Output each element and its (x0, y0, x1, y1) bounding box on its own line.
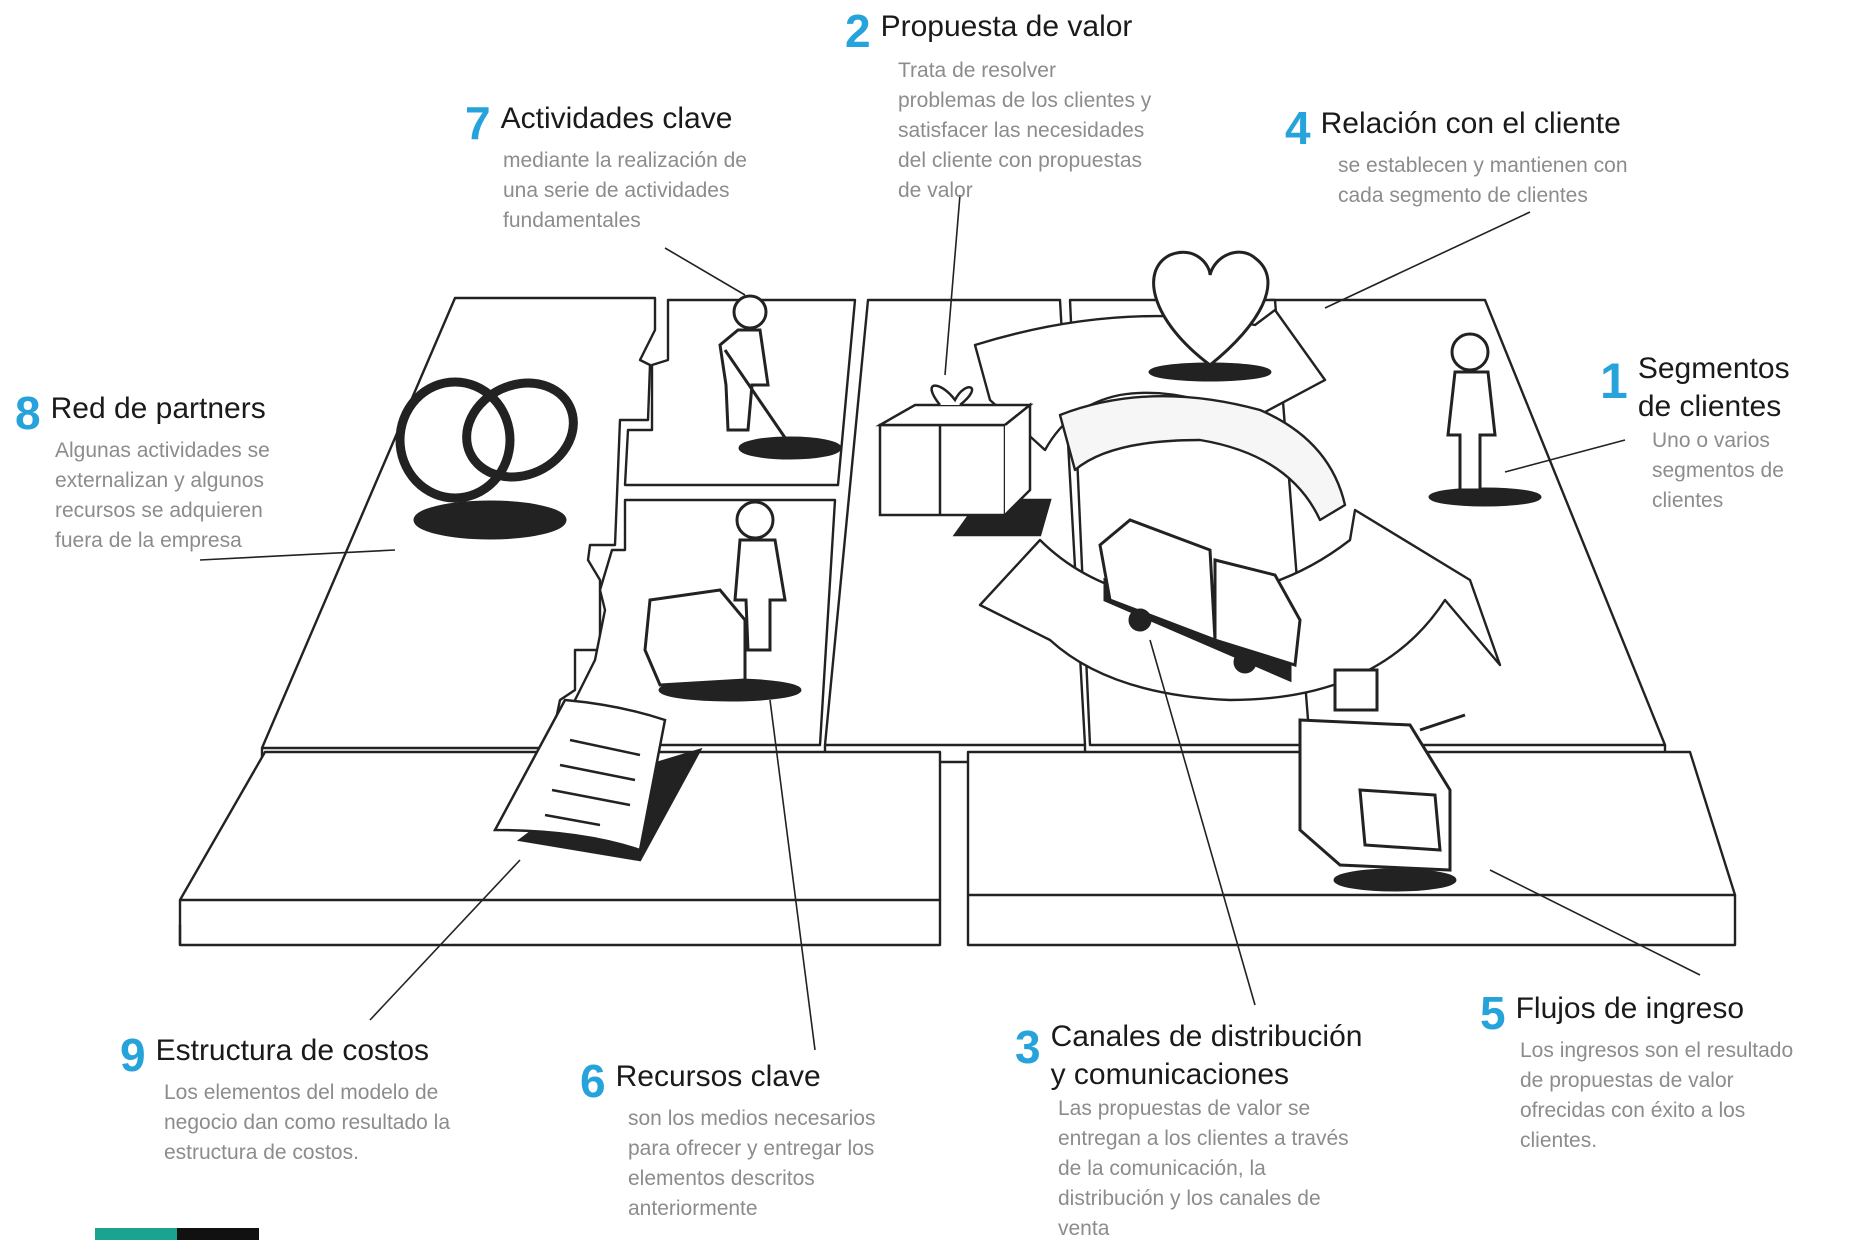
block-description: Los elementos del modelo de negocio dan … (164, 1081, 451, 1164)
block-title: Actividades clave (500, 102, 733, 135)
block-number: 5 (1480, 987, 1506, 1039)
block-number: 3 (1015, 1021, 1041, 1073)
block-description: son los medios necesarios para ofrecer y… (628, 1107, 876, 1220)
heart-icon (1148, 250, 1272, 382)
block-number: 7 (465, 97, 491, 149)
block-key-activities: 7 Actividades clave mediante la realizac… (465, 100, 845, 236)
block-title: Segmentos de clientes (1637, 352, 1790, 423)
block-description: Uno o varios segmentos de clientes (1652, 429, 1784, 512)
block-title: Recursos clave (615, 1060, 821, 1093)
block-description: Las propuestas de valor se entregan a lo… (1058, 1097, 1349, 1240)
block-number: 8 (15, 387, 41, 439)
gift-icon (875, 384, 1052, 537)
cash-register-icon (1298, 668, 1466, 892)
block-description: Los ingresos son el resultado de propues… (1520, 1039, 1794, 1152)
rings-icon (395, 377, 578, 540)
block-title: Canales de distribución y comunicaciones (1050, 1020, 1363, 1091)
block-key-partners: 8 Red de partners Algunas actividades se… (15, 390, 355, 556)
block-number: 4 (1285, 102, 1311, 154)
person-icon (643, 294, 1542, 702)
brand-bar-teal (95, 1228, 177, 1240)
brand-bar-black (177, 1228, 259, 1240)
block-description: Algunas actividades se externalizan y al… (55, 439, 270, 552)
block-title: Red de partners (50, 392, 266, 425)
block-title: Relación con el cliente (1320, 107, 1621, 140)
block-description: mediante la realización de una serie de … (503, 149, 747, 232)
block-number: 2 (845, 5, 871, 57)
block-title: Flujos de ingreso (1515, 992, 1745, 1025)
contract-icon (492, 698, 703, 862)
block-customer-relationships: 4 Relación con el cliente se establecen … (1285, 105, 1735, 211)
truck-icon (1098, 518, 1302, 683)
block-cost-structure: 9 Estructura de costos Los elementos del… (120, 1032, 560, 1168)
block-number: 9 (120, 1029, 146, 1081)
block-key-resources: 6 Recursos clave son los medios necesari… (580, 1058, 980, 1224)
block-number: 6 (580, 1055, 606, 1107)
block-number: 1 (1600, 353, 1628, 409)
block-value-proposition: 2 Propuesta de valor Trata de resolver p… (845, 8, 1245, 206)
block-title: Estructura de costos (155, 1034, 430, 1067)
block-description: Trata de resolver problemas de los clien… (898, 59, 1152, 202)
block-revenue-streams: 5 Flujos de ingreso Los ingresos son el … (1480, 990, 1865, 1156)
block-channels: 3 Canales de distribución y comunicacion… (1015, 1018, 1455, 1244)
block-customer-segments: 1 Segmentos de clientes Uno o varios seg… (1600, 350, 1860, 516)
block-description: se establecen y mantienen con cada segme… (1338, 154, 1628, 207)
block-title: Propuesta de valor (880, 10, 1133, 43)
